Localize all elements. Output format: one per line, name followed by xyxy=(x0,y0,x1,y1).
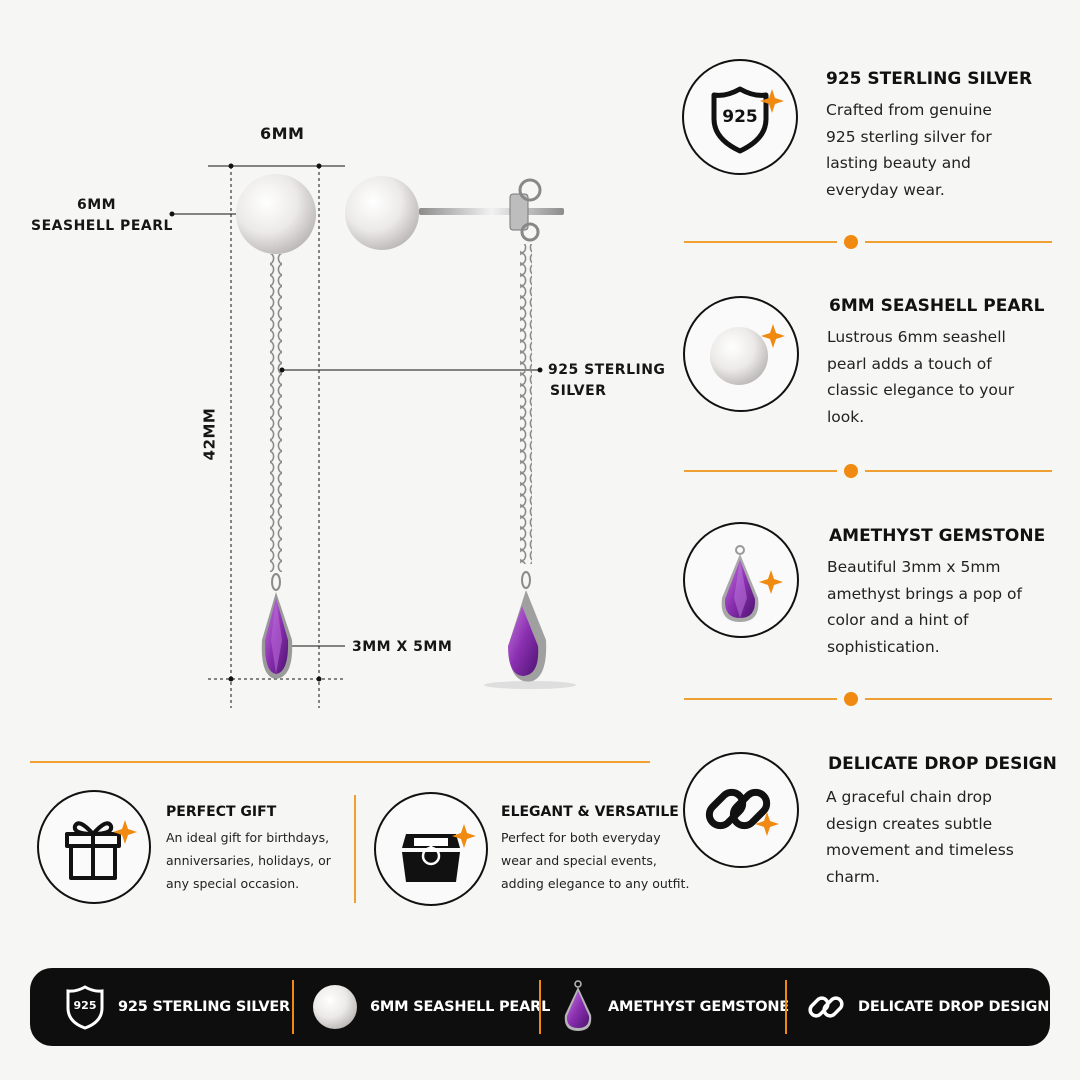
feature-bar: 925 925 STERLING SILVER 6MM SEASHELL PEA… xyxy=(30,968,1050,1046)
feature-text-chain: A graceful chain drop design creates sub… xyxy=(826,788,1014,886)
earring-front-view xyxy=(236,174,316,679)
feature-title-silver: 925 STERLING SILVER xyxy=(826,69,1033,89)
shield-badge-text: 925 xyxy=(722,107,758,127)
highlight-text-gift: An ideal gift for birthdays, anniversari… xyxy=(166,830,331,891)
gem-size-label: 3MM X 5MM xyxy=(352,639,453,655)
pearl-icon xyxy=(710,324,785,385)
feature-text-silver: Crafted from genuine 925 sterling silver… xyxy=(826,101,992,199)
feature-title-pearl: 6MM SEASHELL PEARL xyxy=(829,296,1045,316)
bar-label-amethyst: AMETHYST GEMSTONE xyxy=(608,999,790,1015)
feature-text-pearl: Lustrous 6mm seashell pearl adds a touch… xyxy=(827,328,1015,426)
length-label: 42MM xyxy=(200,407,219,461)
feature-icon-circle-silver: 925 xyxy=(682,59,798,175)
bar-item-chain: DELICATE DROP DESIGN xyxy=(806,968,1049,1046)
highlight-icon-circle-ring-box xyxy=(374,792,488,906)
bar-item-silver: 925 925 STERLING SILVER xyxy=(64,968,290,1046)
feature-title-chain: DELICATE DROP DESIGN xyxy=(828,754,1057,774)
pearl-label-line2: SEASHELL PEARL xyxy=(31,218,173,234)
bar-separator xyxy=(785,980,787,1034)
chain-link-icon xyxy=(808,996,844,1018)
feature-icon-circle-pearl xyxy=(683,296,799,412)
highlight-title-elegant: ELEGANT & VERSATILE xyxy=(501,804,679,820)
bar-separator xyxy=(292,980,294,1034)
silver-label-line1: 925 STERLING xyxy=(548,362,666,378)
highlight-title-gift: PERFECT GIFT xyxy=(166,804,277,820)
earring-side-view xyxy=(345,176,576,689)
chain-link-icon xyxy=(705,788,779,836)
shield-925-icon xyxy=(711,86,784,154)
bar-label-silver: 925 STERLING SILVER xyxy=(118,999,291,1015)
highlight-icon-circle-gift xyxy=(37,790,151,904)
bar-label-pearl: 6MM SEASHELL PEARL xyxy=(370,999,551,1015)
pearl-label-line1: 6MM xyxy=(77,197,117,213)
feature-icon-circle-amethyst xyxy=(683,522,799,638)
shield-badge-text: 925 xyxy=(73,999,97,1012)
ring-box-icon xyxy=(402,824,476,882)
highlight-text-elegant: Perfect for both everyday wear and speci… xyxy=(501,830,690,891)
feature-text-amethyst: Beautiful 3mm x 5mm amethyst brings a po… xyxy=(827,558,1022,656)
feature-divider xyxy=(684,692,1052,706)
amethyst-icon xyxy=(721,545,783,622)
feature-icon-circle-chain xyxy=(683,752,799,868)
width-label: 6MM xyxy=(260,124,305,143)
bar-separator xyxy=(539,980,541,1034)
gift-icon xyxy=(65,820,137,880)
silver-label-line2: SILVER xyxy=(550,383,607,399)
amethyst-icon xyxy=(564,980,592,1031)
shield-925-icon xyxy=(66,985,104,1030)
bar-item-amethyst: AMETHYST GEMSTONE xyxy=(560,968,789,1046)
earring-diagram: 6MM 6MM SEASHELL PEARL 42MM 925 STERLING… xyxy=(0,0,680,740)
bar-label-chain: DELICATE DROP DESIGN xyxy=(858,999,1050,1015)
highlight-separator xyxy=(354,795,356,903)
feature-divider xyxy=(684,235,1052,249)
feature-divider xyxy=(684,464,1052,478)
feature-title-amethyst: AMETHYST GEMSTONE xyxy=(829,526,1046,546)
pearl-icon xyxy=(313,985,357,1029)
section-divider xyxy=(30,761,650,763)
bar-item-pearl: 6MM SEASHELL PEARL xyxy=(312,968,550,1046)
